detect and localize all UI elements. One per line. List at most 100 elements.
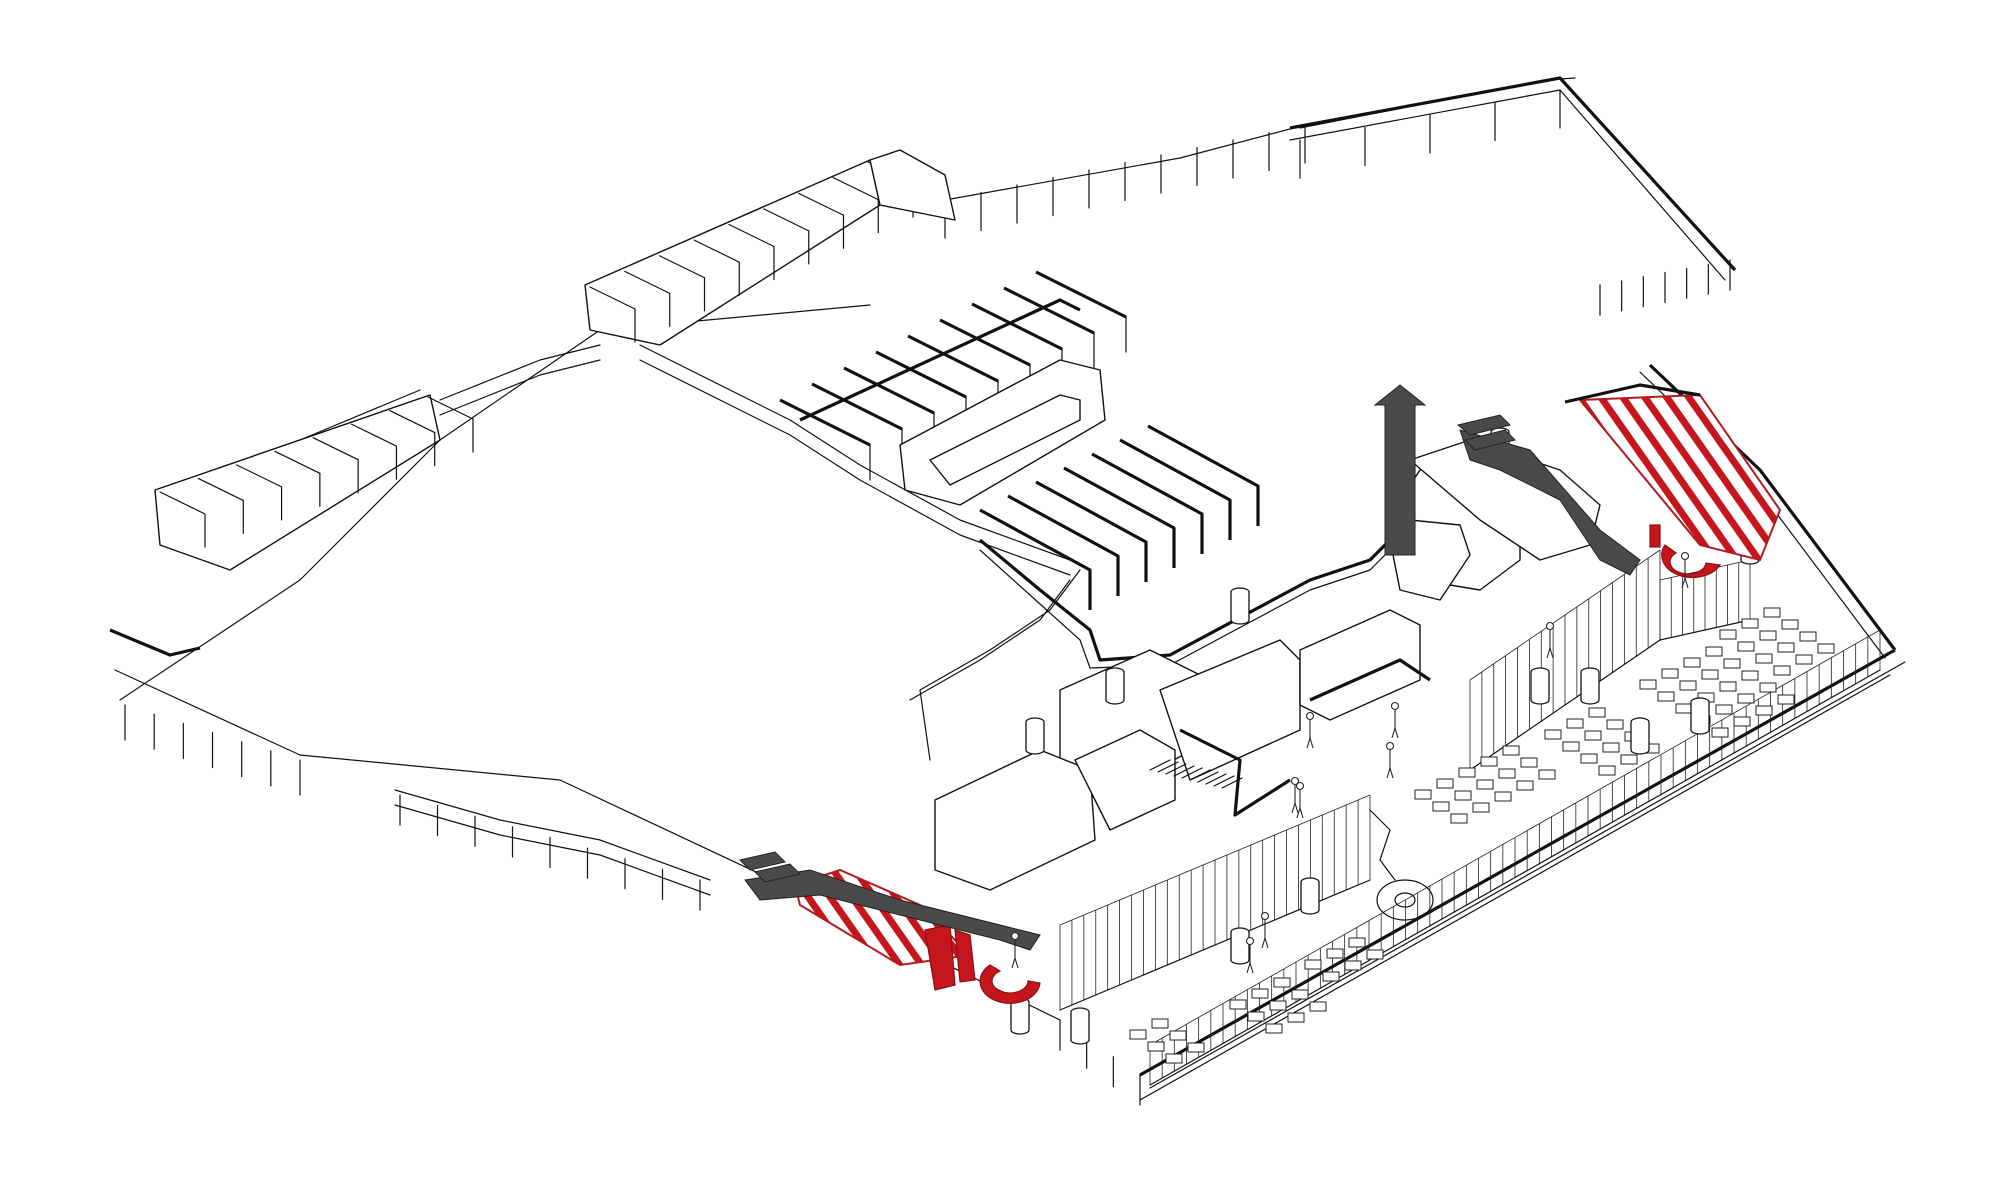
glass-sill <box>1149 669 1881 1086</box>
cell-partition <box>389 409 436 434</box>
cell-partition <box>624 270 671 294</box>
ramp-walkways <box>299 344 1081 896</box>
round-column <box>1630 717 1650 755</box>
workstation-desk-icon <box>1348 937 1366 948</box>
person-figure-icon <box>1010 931 1020 941</box>
person-figure-icon <box>1390 701 1400 711</box>
person-figure-icon <box>1306 737 1311 749</box>
round-column <box>1230 927 1250 965</box>
person-figure-icon <box>1246 962 1251 974</box>
stair-tread <box>1149 759 1171 771</box>
person-figure-icon <box>1684 577 1689 589</box>
partition-wall <box>1119 438 1232 540</box>
workstation-desk-icon <box>1520 757 1538 768</box>
workstation-desk-icon <box>1755 653 1773 664</box>
roof-beam <box>907 334 999 383</box>
workstation-desk-icon <box>1723 658 1741 669</box>
workstation-desk-icon <box>1322 971 1340 982</box>
workstation-desk-icon <box>1458 767 1476 778</box>
person-figure-icon <box>1309 737 1314 749</box>
workstation-desk-icon <box>1304 959 1322 970</box>
stair-tread <box>1181 767 1203 779</box>
vertical-arrow-icon <box>1373 384 1427 556</box>
cell-partition <box>589 286 636 310</box>
workstation-desk-icon <box>1566 718 1584 729</box>
stair-tread <box>1173 765 1195 777</box>
workstation-desk-icon <box>1366 949 1384 960</box>
workstation-desk-icon <box>1147 1041 1165 1052</box>
workstation-desk-icon <box>1562 741 1580 752</box>
round-column <box>1105 667 1125 705</box>
workstation-desk-icon <box>1502 745 1520 756</box>
person-figure-icon <box>1291 802 1296 814</box>
person-figure-icon <box>1261 937 1266 949</box>
cell-partition <box>693 239 740 263</box>
workstation-desk-icon <box>1759 630 1777 641</box>
person-figure-icon <box>1299 807 1304 819</box>
stair-tread <box>1205 773 1227 785</box>
central-building <box>779 270 1601 891</box>
workstation-desk-icon <box>1344 960 1362 971</box>
fence-posts-west <box>124 704 1141 1106</box>
person-figure-icon <box>1245 936 1255 946</box>
workstation-desk-icon <box>1269 1000 1287 1011</box>
person-figure-icon <box>1546 647 1551 659</box>
workstation-desk-icon <box>1711 727 1729 738</box>
workstation-desk-icon <box>1454 790 1472 801</box>
round-column <box>1300 877 1320 915</box>
workstation-desk-icon <box>1326 948 1344 959</box>
workstation-desk-icon <box>1247 1011 1265 1022</box>
workstation-desk-icon <box>1287 1012 1305 1023</box>
cell-partition <box>427 396 474 420</box>
partition-wall <box>979 508 1092 610</box>
partition-wall <box>1147 424 1260 526</box>
fence-posts-north <box>944 89 1731 316</box>
round-column <box>1230 587 1250 625</box>
person-figure-icon <box>1294 802 1299 814</box>
workstation-desk-icon <box>1436 778 1454 789</box>
partition-wall <box>1091 452 1204 554</box>
workstation-desk-icon <box>1480 756 1498 767</box>
cell-partition <box>658 255 706 279</box>
round-column <box>1070 1007 1090 1045</box>
roof-beam <box>811 382 903 431</box>
workstation-desk-icon <box>1291 989 1309 1000</box>
red-curved-bench-east <box>1661 544 1722 579</box>
person-figure-icon <box>1010 551 1690 974</box>
workstation-desk-icon <box>1516 780 1534 791</box>
workstation-desk-icon <box>1733 716 1751 727</box>
red-panel-south-b <box>954 929 976 983</box>
workstation-desk-icon <box>1639 679 1657 690</box>
workstation-desk-icon <box>1661 668 1679 679</box>
partition-wall <box>1035 480 1148 582</box>
workstation-desk-icon <box>1701 669 1719 680</box>
stair-tread <box>1213 775 1235 787</box>
red-curved-bench-south <box>979 964 1041 1004</box>
person-figure-icon <box>1305 711 1315 721</box>
glass-sill <box>1659 619 1751 641</box>
person-figure-icon <box>1296 807 1301 819</box>
site-boundary <box>109 76 1906 1101</box>
workstation-desk-icon <box>1251 988 1269 999</box>
glass-screens <box>1059 549 1881 1086</box>
cell-partition <box>728 223 775 248</box>
round-column <box>1690 697 1710 735</box>
workstation-desk-icon <box>1817 643 1835 654</box>
person-figure-icon <box>1389 767 1394 779</box>
stair-tread <box>1157 761 1179 773</box>
person-figure-icon <box>1386 767 1391 779</box>
roof-beam <box>843 366 935 415</box>
workstation-desk-icon <box>1737 693 1755 704</box>
person-figure-icon <box>1295 781 1305 791</box>
workstation-desk-icon <box>1432 801 1450 812</box>
workstation-desk-icon <box>1165 1053 1183 1064</box>
workstation-desk-icon <box>1476 779 1494 790</box>
workstation-desk-icon <box>1705 646 1723 657</box>
cell-partition <box>312 437 359 461</box>
grey-circulation-arrow-icon <box>1456 414 1641 576</box>
workstation-desk-icon <box>1187 1042 1205 1053</box>
roof-beam <box>939 318 1031 367</box>
roof-beam <box>779 398 871 447</box>
person-figure-icon <box>1391 727 1396 739</box>
